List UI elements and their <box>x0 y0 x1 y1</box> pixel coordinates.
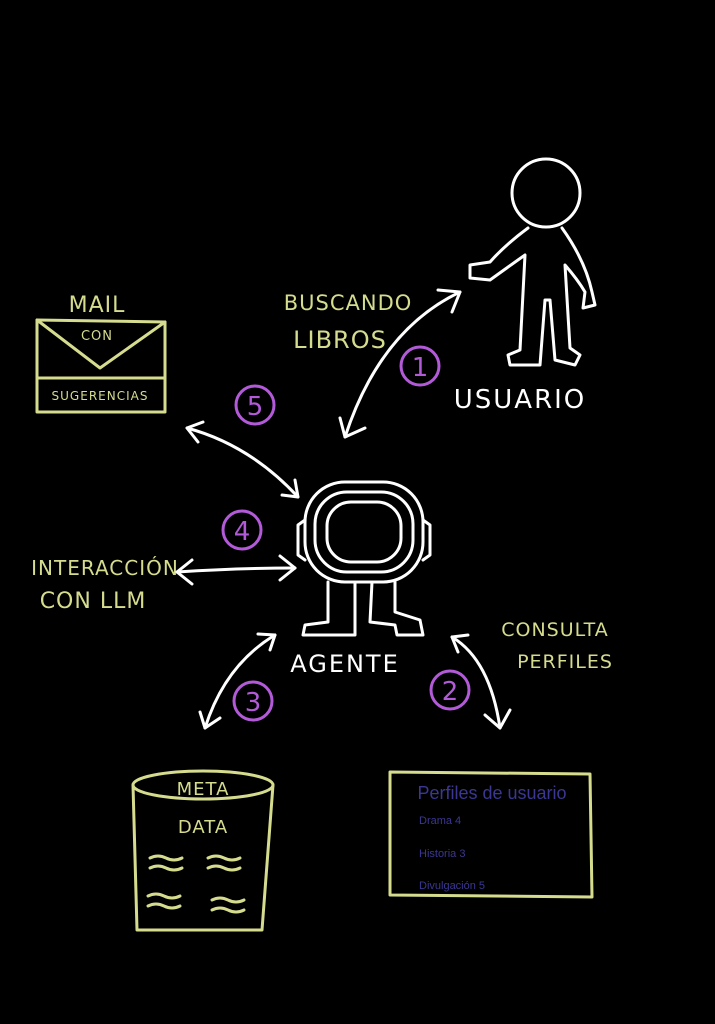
mail-envelope: MAIL CON SUGERENCIAS <box>35 293 167 414</box>
step-badge-4: 4 <box>221 509 263 551</box>
mail-label-line3: SUGERENCIAS <box>52 389 149 403</box>
metadata-database: META DATA <box>131 769 275 932</box>
user-profiles-card: Perfiles de usuario Drama 4 Historia 3 D… <box>388 770 594 899</box>
step-badge-2: 2 <box>429 669 471 711</box>
search-label-line1: BUSCANDO <box>284 291 413 315</box>
profile-item: Historia 3 <box>419 848 465 860</box>
profile-item: Divulgación 5 <box>419 880 485 892</box>
step-badge-3: 3 <box>232 680 274 722</box>
agent-label: AGENTE <box>290 650 400 678</box>
agent-robot: AGENTE <box>290 480 432 678</box>
llm-label-line2: CON LLM <box>40 589 147 614</box>
profiles-title: Perfiles de usuario <box>417 783 566 803</box>
step-badge-1: 1 <box>399 345 441 387</box>
profile-item: Drama 4 <box>419 815 461 827</box>
search-label-line2: LIBROS <box>293 326 387 354</box>
arrow-step-4 <box>175 554 297 586</box>
metadata-label-line1: META <box>177 779 230 800</box>
query-label-line1: CONSULTA <box>501 619 609 641</box>
svg-text:1: 1 <box>412 353 429 383</box>
llm-label-line1: INTERACCIÓN <box>31 556 179 580</box>
step-badge-5: 5 <box>234 384 276 426</box>
svg-text:5: 5 <box>247 392 264 422</box>
mail-label-line2: CON <box>81 329 113 344</box>
svg-text:4: 4 <box>234 517 251 547</box>
arrow-step-1 <box>338 288 462 439</box>
svg-text:3: 3 <box>245 688 262 718</box>
user-figure: USUARIO <box>454 157 597 415</box>
user-label: USUARIO <box>454 385 587 415</box>
arrow-step-2 <box>450 633 512 730</box>
arrow-step-5 <box>185 420 300 499</box>
arrow-step-3 <box>198 632 277 730</box>
query-label-line2: PERFILES <box>517 651 613 673</box>
mail-label-line1: MAIL <box>69 293 126 318</box>
metadata-label-line2: DATA <box>178 817 228 838</box>
svg-text:2: 2 <box>442 677 459 707</box>
